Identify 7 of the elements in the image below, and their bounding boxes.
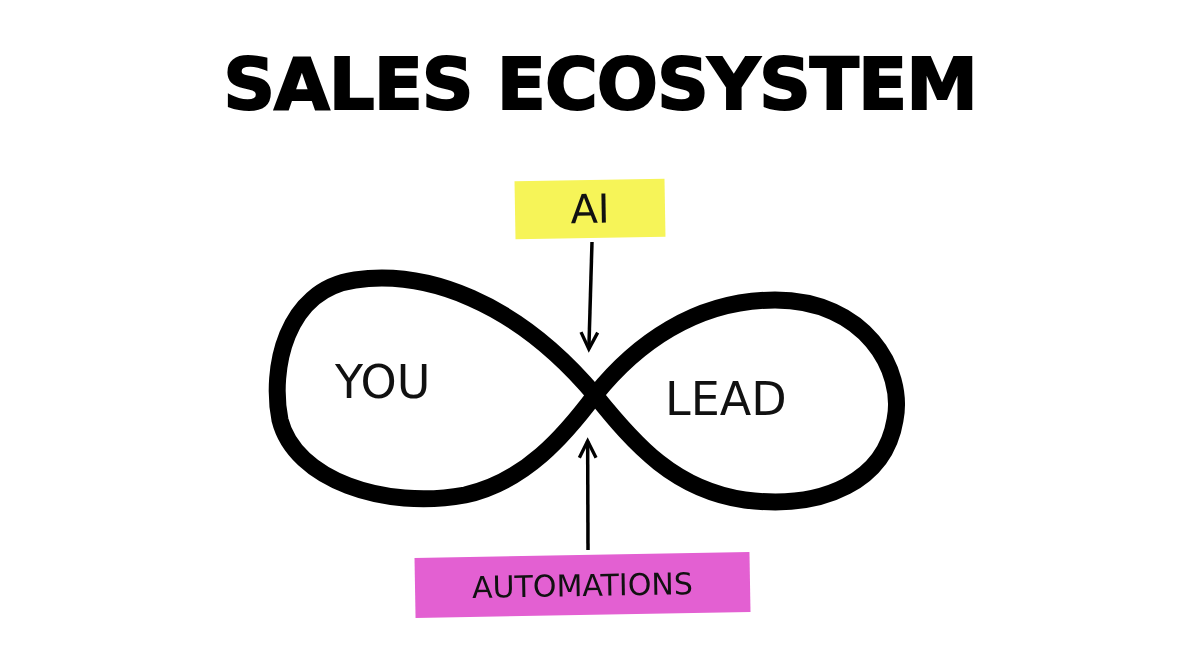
- arrow: [577, 439, 598, 550]
- loop-label: YOU: [335, 355, 431, 409]
- arrow: [579, 241, 600, 351]
- highlighted-label: AUTOMATIONS: [414, 552, 751, 618]
- title: SALES ECOSYSTEM: [222, 42, 978, 126]
- highlighted-label: AI: [514, 178, 666, 240]
- loop-label: LEAD: [665, 372, 787, 426]
